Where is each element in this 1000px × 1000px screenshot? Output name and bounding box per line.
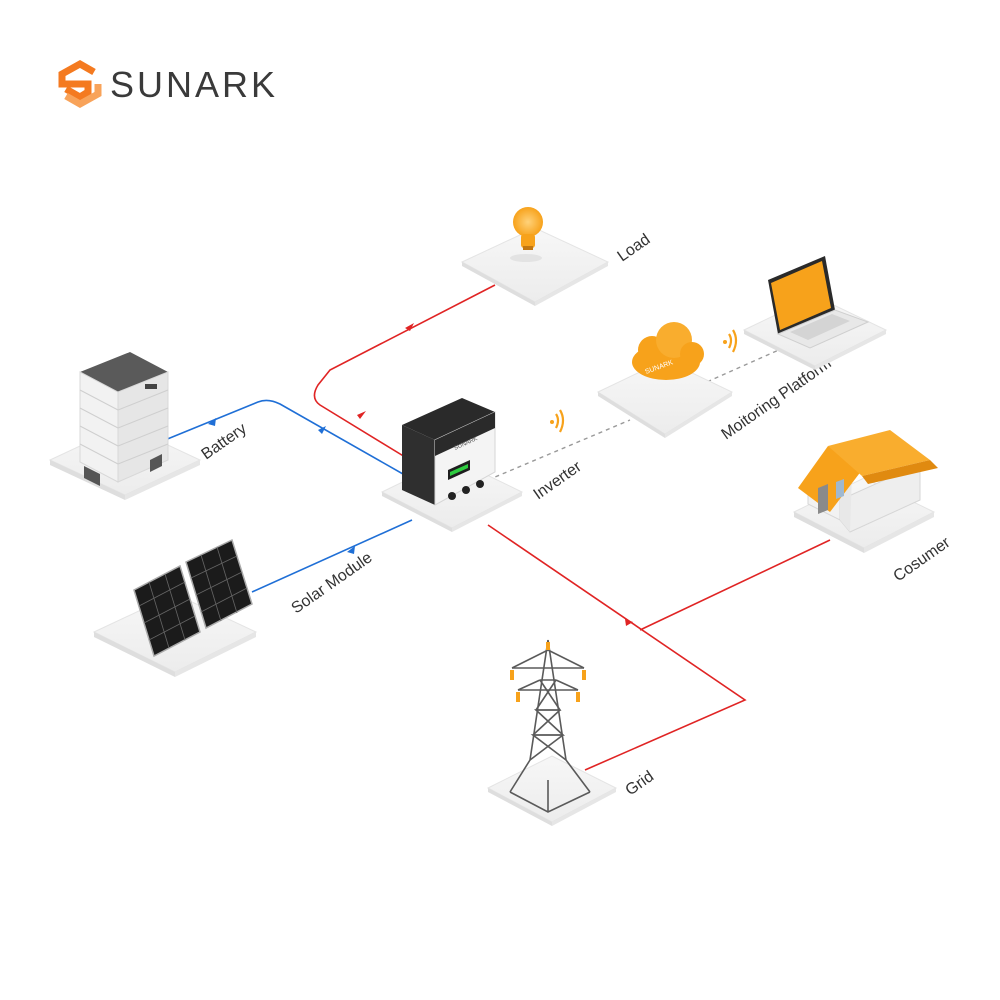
battery-node: Battery xyxy=(48,352,250,500)
sunark-logo: SUNARK xyxy=(54,58,284,110)
label-battery: Battery xyxy=(199,420,250,463)
label-solar: Solar Module xyxy=(289,549,376,617)
laptop-icon xyxy=(768,256,870,349)
line-inverter-load xyxy=(313,284,496,461)
consumer-node: Cosumer xyxy=(792,430,954,586)
line-battery-inverter xyxy=(164,399,411,479)
arrow-battery xyxy=(208,418,216,426)
sunark-logo-icon xyxy=(58,59,102,109)
battery-icon xyxy=(79,352,169,486)
arrow-grid xyxy=(625,619,633,626)
connection-lines xyxy=(164,284,831,771)
lightbulb-icon xyxy=(510,207,543,262)
house-icon xyxy=(798,430,938,533)
line-grid-consumer xyxy=(639,539,831,631)
laptop-node xyxy=(742,256,888,370)
line-comm-cloud xyxy=(487,419,631,481)
label-grid: Grid xyxy=(623,768,658,799)
line-solar-inverter xyxy=(251,519,413,593)
grid-node: Grid xyxy=(486,639,658,826)
wifi-icon xyxy=(723,329,738,353)
solar-panel-icon xyxy=(133,538,253,658)
line-inverter-grid xyxy=(487,524,747,771)
arrow-battery-2 xyxy=(318,426,326,434)
inverter-icon: SUNARK xyxy=(402,398,496,506)
arrow-inverter-up xyxy=(357,411,366,419)
wifi-icon xyxy=(550,409,565,433)
line-comm-laptop xyxy=(699,344,791,386)
label-inverter: Inverter xyxy=(531,458,586,503)
arrow-load xyxy=(405,323,414,331)
inverter-node: SUNARK Inverter xyxy=(380,398,586,532)
solar-node: Solar Module xyxy=(92,538,376,677)
label-consumer: Cosumer xyxy=(891,534,954,586)
label-load: Load xyxy=(615,231,654,265)
cloud-icon: SUNARK xyxy=(632,322,704,380)
brand-name: SUNARK xyxy=(110,64,279,105)
arrow-solar xyxy=(347,546,355,554)
load-node: Load xyxy=(460,207,654,306)
tower-insulators xyxy=(510,642,586,702)
